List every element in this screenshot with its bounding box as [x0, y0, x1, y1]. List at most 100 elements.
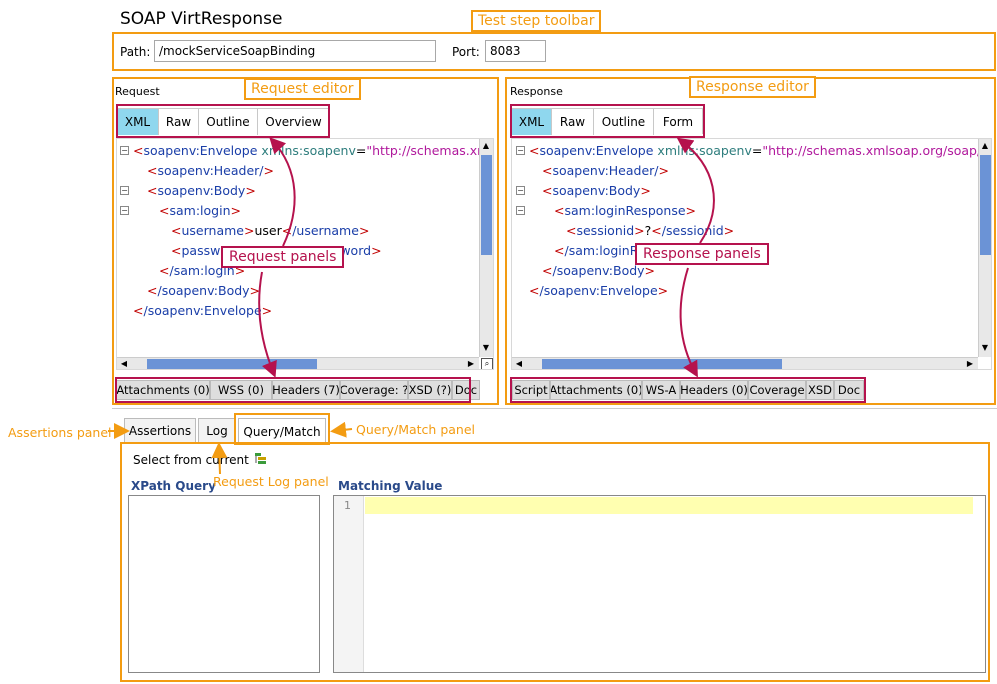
collapse-icon[interactable]: −	[516, 186, 525, 195]
request-title: Request	[115, 85, 160, 98]
request-tab-overview[interactable]: Overview	[258, 109, 329, 135]
scroll-thumb[interactable]	[147, 359, 317, 369]
code-line: </sam:loginR	[554, 243, 639, 258]
scroll-down-icon[interactable]: ▼	[981, 343, 989, 352]
path-input[interactable]: /mockServiceSoapBinding	[154, 40, 436, 62]
response-bottom-tabs: Script Attachments (0) WS-A Headers (0) …	[512, 380, 864, 402]
response-tab-xml[interactable]: XML	[512, 109, 552, 135]
arrow	[269, 137, 296, 247]
note-request-log-panel: Request Log panel	[213, 474, 329, 489]
callout-test-step-toolbar: Test step toolbar	[471, 10, 602, 32]
code-line: </soapenv:Envelope>	[133, 303, 273, 318]
response-tabbar: XML Raw Outline Form	[511, 108, 703, 135]
response-tab-wsa[interactable]: WS-A	[642, 380, 680, 400]
annotation-box-request-tabs	[116, 104, 330, 138]
response-tab-attachments[interactable]: Attachments (0)	[550, 380, 642, 400]
zoom-icon[interactable]: ⌕	[481, 358, 493, 369]
callout-request-panels: Request panels	[221, 246, 345, 268]
tab-query-match[interactable]: Query/Match	[238, 418, 326, 444]
response-tab-headers[interactable]: Headers (0)	[680, 380, 748, 400]
annotation-box-response-tabs	[510, 104, 705, 138]
scroll-thumb[interactable]	[542, 359, 782, 369]
response-horizontal-scrollbar[interactable]: ◀ ▶	[512, 357, 978, 369]
code-line: </sam:login>	[159, 263, 246, 278]
collapse-icon[interactable]: −	[516, 146, 525, 155]
collapse-icon[interactable]: −	[120, 206, 129, 215]
request-vertical-scrollbar[interactable]: ▲ ▼	[479, 139, 493, 357]
annotation-box-query-match-tab	[234, 413, 330, 445]
arrow	[676, 137, 715, 244]
arrow	[258, 271, 277, 378]
code-line: <sam:login>	[159, 203, 241, 218]
collapse-icon[interactable]: −	[120, 186, 129, 195]
annotation-box-response-panels	[510, 377, 866, 403]
matching-value-header: Matching Value	[338, 479, 443, 493]
scroll-up-icon[interactable]: ▲	[482, 141, 490, 150]
response-tab-coverage[interactable]: Coverage	[748, 380, 806, 400]
path-label: Path:	[120, 45, 151, 59]
response-tab-form[interactable]: Form	[654, 109, 702, 135]
callout-response-panels: Response panels	[635, 243, 769, 265]
port-input[interactable]: 8083	[485, 40, 546, 62]
response-tab-script[interactable]: Script	[512, 380, 550, 400]
callout-request-editor: Request editor	[244, 78, 361, 100]
request-tab-coverage[interactable]: Coverage: ?	[340, 380, 408, 400]
code-line: <soapenv:Header/>	[147, 163, 274, 178]
response-vertical-scrollbar[interactable]: ▲ ▼	[978, 139, 991, 357]
request-tab-attachments[interactable]: Attachments (0)	[116, 380, 210, 400]
annotation-box-toolbar	[112, 32, 996, 71]
request-tab-xml[interactable]: XML	[117, 109, 159, 135]
request-xml-editor[interactable]: − − − <soapenv:Envelope xmlns:soapenv="h…	[116, 138, 494, 370]
arrow	[330, 421, 353, 438]
annotation-box-request-panels	[115, 377, 471, 403]
note-assertions-panel: Assertions panel	[8, 425, 112, 440]
scroll-down-icon[interactable]: ▼	[482, 343, 490, 352]
request-bottom-tabs: Attachments (0) WSS (0) Headers (7) Cove…	[116, 380, 480, 402]
code-line: </soapenv:Envelope>	[529, 283, 669, 298]
scroll-right-icon[interactable]: ▶	[966, 359, 974, 368]
request-tab-wss[interactable]: WSS (0)	[210, 380, 272, 400]
request-tab-headers[interactable]: Headers (7)	[272, 380, 340, 400]
response-xml-editor[interactable]: − − − <soapenv:Envelope xmlns:soapenv="h…	[511, 138, 992, 370]
scroll-thumb[interactable]	[481, 155, 492, 255]
scroll-left-icon[interactable]: ◀	[515, 359, 523, 368]
code-line: <username>user</username>	[171, 223, 370, 238]
scroll-thumb[interactable]	[980, 155, 991, 255]
arrow	[211, 442, 228, 475]
response-tab-doc[interactable]: Doc	[834, 380, 864, 400]
matching-value-editor[interactable]: 1	[333, 495, 986, 673]
collapse-icon[interactable]: −	[120, 146, 129, 155]
port-label: Port:	[452, 45, 480, 59]
request-tab-doc[interactable]: Doc	[452, 380, 480, 400]
request-tab-xsd[interactable]: XSD (?)	[408, 380, 452, 400]
response-tab-raw[interactable]: Raw	[552, 109, 594, 135]
collapse-icon[interactable]: −	[516, 206, 525, 215]
callout-response-editor: Response editor	[689, 76, 816, 98]
xpath-query-input[interactable]	[128, 495, 320, 673]
code-line: <soapenv:Body>	[147, 183, 256, 198]
tree-select-icon[interactable]	[254, 452, 268, 465]
line-number: 1	[344, 499, 351, 512]
note-query-match-panel: Query/Match panel	[356, 422, 475, 437]
scroll-right-icon[interactable]: ▶	[467, 359, 475, 368]
annotation-box-query-match	[120, 442, 990, 682]
request-horizontal-scrollbar[interactable]: ◀ ▶	[117, 357, 479, 369]
request-tab-outline[interactable]: Outline	[199, 109, 258, 135]
current-line-highlight	[365, 497, 973, 514]
response-title: Response	[510, 85, 563, 98]
request-tab-raw[interactable]: Raw	[159, 109, 199, 135]
line-gutter	[334, 496, 364, 672]
code-line: <sam:loginResponse>	[554, 203, 697, 218]
code-line: <soapenv:Header/>	[542, 163, 669, 178]
scroll-up-icon[interactable]: ▲	[981, 141, 989, 150]
response-tab-xsd[interactable]: XSD	[806, 380, 834, 400]
response-tab-outline[interactable]: Outline	[594, 109, 654, 135]
scroll-left-icon[interactable]: ◀	[120, 359, 128, 368]
divider	[112, 408, 997, 409]
code-line: </soapenv:Body>	[147, 283, 261, 298]
tab-assertions[interactable]: Assertions	[124, 418, 196, 444]
request-tabbar: XML Raw Outline Overview	[116, 108, 330, 135]
window-title: SOAP VirtResponse	[120, 9, 283, 29]
